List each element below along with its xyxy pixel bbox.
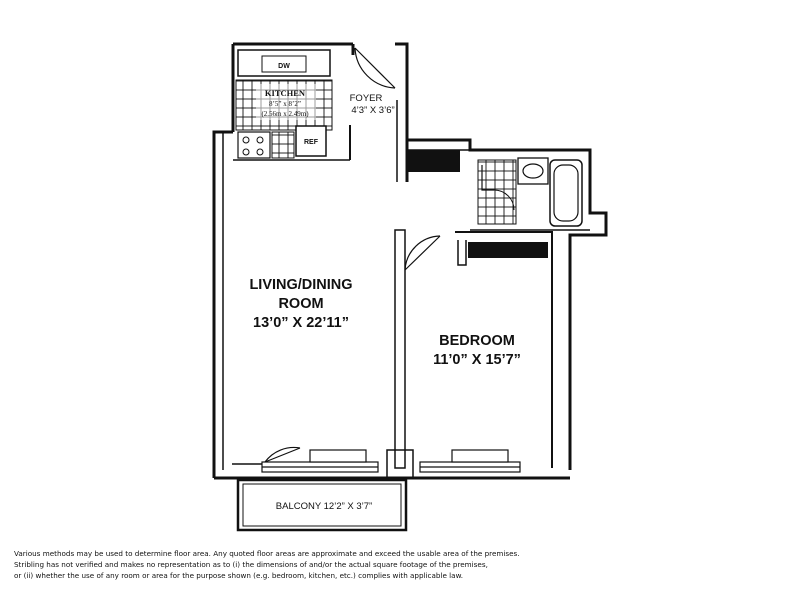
disclaimer-line: or (ii) whether the use of any room or a… xyxy=(14,571,464,580)
windows xyxy=(261,449,521,473)
bedroom-name: BEDROOM xyxy=(439,333,515,349)
living-name-line2: ROOM xyxy=(278,296,323,312)
foyer-dims: 4’3” X 3’6” xyxy=(351,105,394,116)
kitchen-metric: (2.56m x 2.49m) xyxy=(261,110,309,118)
disclaimer-line: Various methods may be used to determine… xyxy=(14,549,520,558)
door-swings xyxy=(264,47,441,463)
refrigerator-label: REF xyxy=(304,139,319,146)
kitchen-dims: 8’5” x 8’2” xyxy=(269,100,301,108)
interior-walls xyxy=(233,125,553,479)
living-name-line1: LIVING/DINING xyxy=(249,277,352,293)
dishwasher-label: DW xyxy=(278,63,290,70)
disclaimer: Various methods may be used to determine… xyxy=(14,548,784,581)
closets xyxy=(408,150,548,258)
foyer-name: FOYER xyxy=(350,93,383,104)
living-dims: 13’0” X 22’11” xyxy=(253,315,349,331)
balcony-label: BALCONY 12’2” X 3’7” xyxy=(276,501,372,512)
kitchen-name: KITCHEN xyxy=(265,88,306,98)
kitchen xyxy=(235,49,333,159)
disclaimer-line: Stribling has not verified and makes no … xyxy=(14,560,488,569)
exterior-walls xyxy=(212,42,608,532)
bedroom-dims: 11’0” X 15’7” xyxy=(433,352,521,368)
bathroom xyxy=(477,157,583,227)
